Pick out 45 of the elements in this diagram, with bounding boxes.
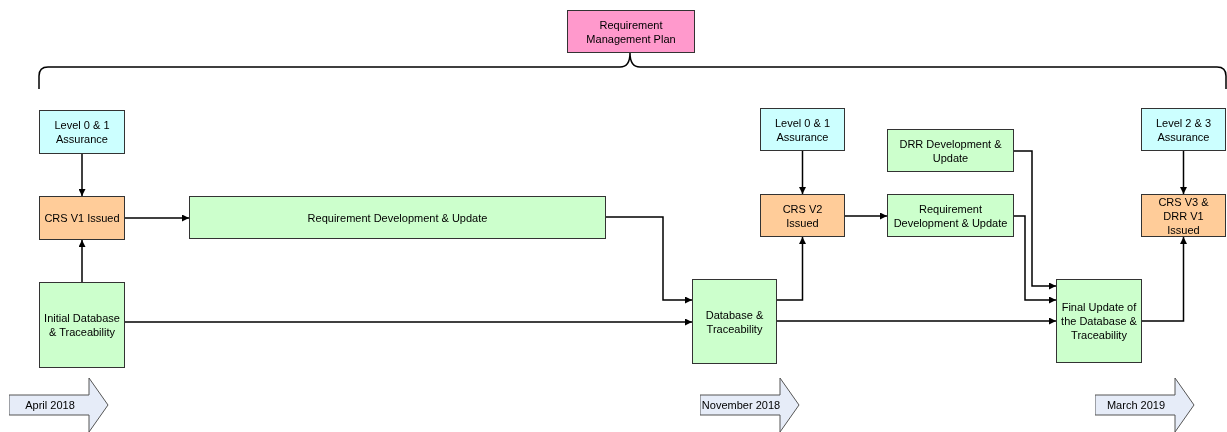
node-label: DRR Development & Update [898,136,1003,165]
node-label: Level 0 & 1 Assurance [773,115,831,144]
node-label: April 2018 [25,398,75,412]
assurance-box [760,108,845,151]
arrow [78,239,86,283]
timeline-arrow [1095,378,1195,432]
plan-box [567,10,695,53]
milestone-box [39,196,125,240]
arrow [78,153,86,197]
node-label: CRS V2 Issued [781,201,824,230]
timeline-arrow [700,378,800,432]
process-box [189,196,606,239]
process-box [887,194,1014,237]
node-label: Requirement Management Plan [585,17,677,46]
process-box [1056,279,1142,363]
node-label: March 2019 [1106,398,1166,412]
arrow [776,236,806,301]
node-label: Requirement Development & Update [892,201,1009,230]
arrow [124,214,190,222]
arrow [844,212,888,220]
arrow [1141,236,1187,322]
assurance-box [1141,108,1226,151]
milestone-box [1141,194,1226,237]
node-label: Initial Database & Traceability [44,311,120,339]
node-label: CRS V3 & DRR V1 Issued [1157,194,1210,237]
assurance-box [39,110,125,154]
arrow [605,216,693,304]
node-label: November 2018 [701,398,781,412]
process-box [692,279,777,364]
node-label: Level 0 & 1 Assurance [53,118,111,146]
process-box [39,282,125,368]
milestone-box [760,194,845,237]
node-label: Final Update of the Database & Traceability [1061,300,1137,342]
arrow [799,150,806,195]
process-box [887,129,1014,172]
node-label: Database & Traceability [704,307,765,336]
timeline-arrow [9,378,109,432]
arrow [124,318,693,326]
arrow [776,317,1057,325]
node-label: Level 2 & 3 Assurance [1154,115,1212,144]
arrow [1013,150,1057,290]
arrow [1013,215,1057,304]
node-label: CRS V1 Issued [44,211,120,225]
arrow [1180,150,1187,195]
node-label: Requirement Development & Update [307,210,488,225]
